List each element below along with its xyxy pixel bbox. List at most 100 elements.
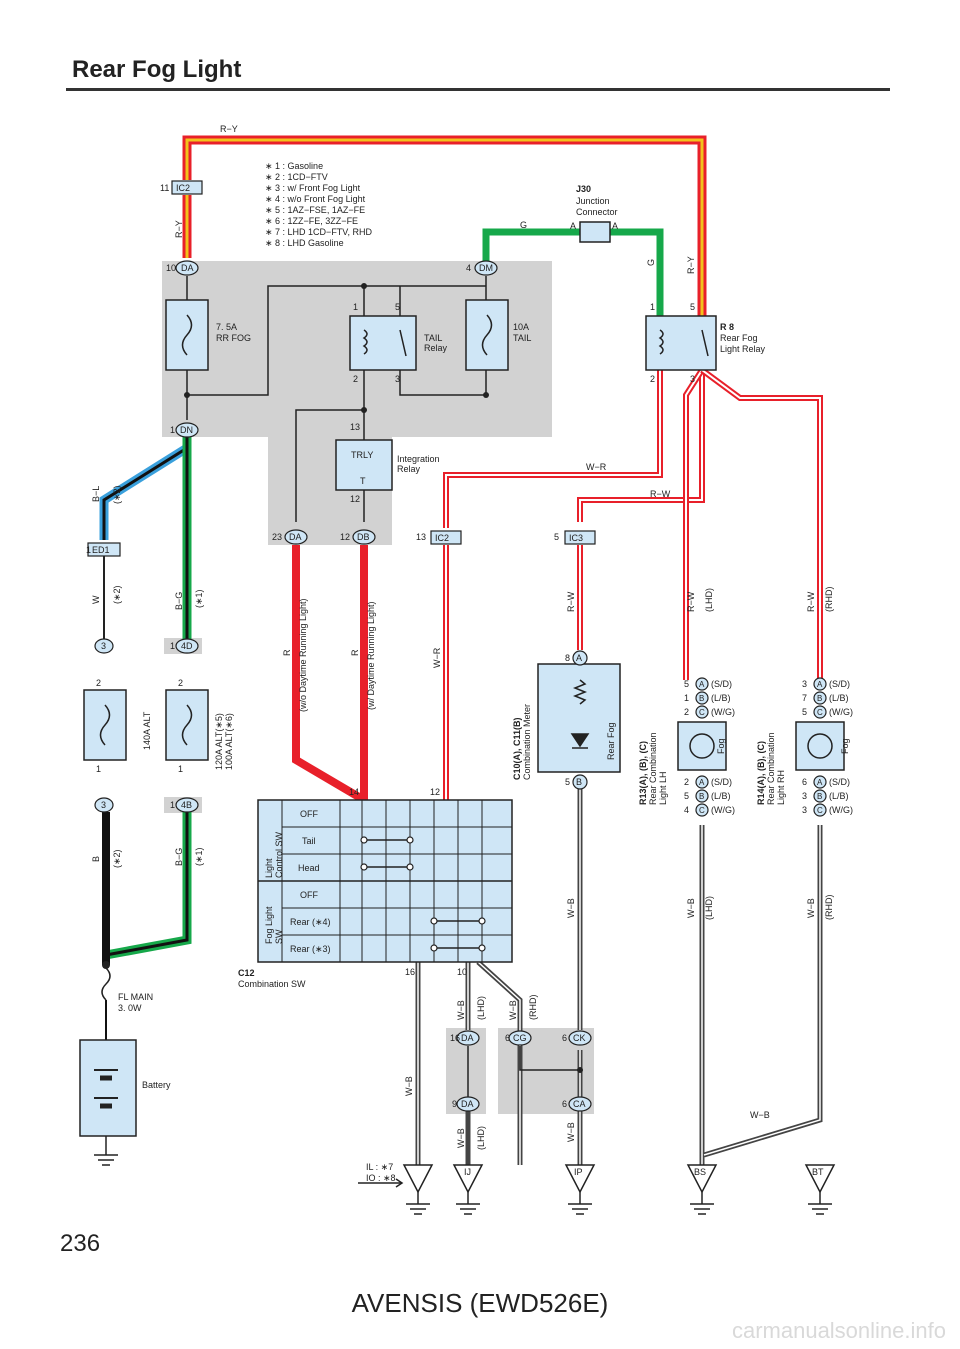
svg-text:12: 12 <box>350 494 360 504</box>
svg-text:A: A <box>570 221 576 231</box>
wire-label-wb-rh: W−B <box>806 898 816 918</box>
svg-text:(L/B): (L/B) <box>829 791 849 801</box>
svg-text:2: 2 <box>178 678 183 688</box>
wire-bg <box>105 437 192 960</box>
light-sw-label-1: Light <box>264 858 274 878</box>
connector-ic3 <box>564 530 596 545</box>
r13-lamp-box <box>677 721 727 771</box>
svg-text:5: 5 <box>395 302 400 312</box>
sw-row-rear-3: Rear (∗3) <box>290 944 331 954</box>
svg-text:(W/G): (W/G) <box>829 707 853 717</box>
r14-code: R14(A), (B), (C) <box>756 741 766 805</box>
svg-text:5: 5 <box>684 679 689 689</box>
wire-label-g-top: G <box>520 220 527 230</box>
r14-sub: Light RH <box>776 770 786 805</box>
svg-text:1: 1 <box>170 641 175 651</box>
integration-relay-box <box>335 439 393 491</box>
connector-ic2-13 <box>430 530 462 545</box>
junction-dots <box>102 283 583 1073</box>
qual-w-drl: (w/ Daytime Running Light) <box>366 601 376 710</box>
svg-text:6: 6 <box>802 777 807 787</box>
wire-r <box>292 545 368 804</box>
wire-wr <box>443 370 663 800</box>
meter-led <box>570 679 590 749</box>
fl-main-rating: 3. 0W <box>118 1003 142 1013</box>
svg-text:(L/B): (L/B) <box>829 693 849 703</box>
svg-text:6: 6 <box>562 1099 567 1109</box>
note-8: ∗ 8 : LHD Gasoline <box>265 238 344 248</box>
wire-g <box>482 228 664 316</box>
label-ca: CA <box>573 1099 586 1109</box>
qual-bg-top: (∗1) <box>194 589 204 608</box>
svg-text:2: 2 <box>684 777 689 787</box>
label-4b: 4B <box>181 800 192 810</box>
qual-bl: (∗2) <box>112 485 122 504</box>
ground-ip: IP <box>574 1167 583 1177</box>
r13-sub: Light LH <box>658 771 668 805</box>
note-3: ∗ 3 : w/ Front Fog Light <box>265 183 361 193</box>
note-1: ∗ 1 : Gasoline <box>265 161 323 171</box>
wire-cg-link <box>519 1046 580 1071</box>
wire-label-bg-bottom: B−G <box>174 848 184 866</box>
svg-text:9: 9 <box>452 1099 457 1109</box>
svg-text:4: 4 <box>684 805 689 815</box>
pin-meter-b <box>572 774 588 790</box>
r13-fog-label: Fog <box>716 738 726 754</box>
fog-sw-label-2: SW <box>274 929 284 944</box>
svg-text:(S/D): (S/D) <box>829 679 850 689</box>
svg-text:5: 5 <box>554 532 559 542</box>
label-3b: 3 <box>101 800 106 810</box>
label-ic2-top: IC2 <box>176 183 190 193</box>
wire-label-wb-meter: W−B <box>566 898 576 918</box>
connector-3a <box>94 638 114 654</box>
r13-name: Rear Combination <box>648 732 658 805</box>
wire-ry-top <box>182 135 707 316</box>
connector-dn <box>175 422 199 438</box>
label-da: DA <box>181 263 194 273</box>
svg-text:(S/D): (S/D) <box>829 777 850 787</box>
connector-ca <box>568 1096 592 1112</box>
r14-lamp-box <box>795 721 845 771</box>
fuse-rrfog-name: RR FOG <box>216 333 251 343</box>
svg-text:16: 16 <box>450 1033 460 1043</box>
connector-3b <box>94 797 114 813</box>
pin-r14-a <box>813 677 827 691</box>
alt140-fuse-box <box>83 689 127 761</box>
connector-ck <box>568 1030 592 1046</box>
pin-r13-a <box>695 677 709 691</box>
connector-da-9 <box>456 1096 480 1112</box>
svg-text:B: B <box>817 694 822 703</box>
wire-label-r-1: R <box>282 649 292 656</box>
connector-4b <box>175 797 199 813</box>
svg-text:3: 3 <box>802 679 807 689</box>
connector-ed1 <box>87 542 121 557</box>
alt140-label: 140A ALT <box>142 711 152 750</box>
pin-r13-b <box>695 691 709 705</box>
svg-text:3: 3 <box>802 805 807 815</box>
wire-label-wb-ip: W−B <box>566 1122 576 1142</box>
qual-wb-lhd-upper: (LHD) <box>476 996 486 1020</box>
wire-label-rw-rh: R−W <box>806 591 816 612</box>
sw-row-rear-4: Rear (∗4) <box>290 917 331 927</box>
j30-sub: Connector <box>576 207 618 217</box>
label-da-9: DA <box>461 1099 474 1109</box>
note-2: ∗ 2 : 1CD−FTV <box>265 172 328 182</box>
j30-code: J30 <box>576 184 591 194</box>
note-6: ∗ 6 : 1ZZ−FE, 3ZZ−FE <box>265 216 358 226</box>
trly-t-label: T <box>360 476 366 486</box>
svg-text:13: 13 <box>416 532 426 542</box>
footer-model: AVENSIS (EWD526E) <box>351 1288 609 1318</box>
page-title: Rear Fog Light <box>72 56 242 83</box>
label-meter-b: B <box>576 777 582 787</box>
svg-text:12: 12 <box>430 787 440 797</box>
pin-r14-c <box>813 705 827 719</box>
connector-dm <box>474 260 498 276</box>
qual-wb-ij: (LHD) <box>476 1126 486 1150</box>
sw-row-off-1: OFF <box>300 809 318 819</box>
svg-text:10: 10 <box>166 263 176 273</box>
page-number: 236 <box>60 1230 101 1257</box>
label-3a: 3 <box>101 641 106 651</box>
svg-text:5: 5 <box>565 777 570 787</box>
svg-text:11: 11 <box>160 183 169 193</box>
